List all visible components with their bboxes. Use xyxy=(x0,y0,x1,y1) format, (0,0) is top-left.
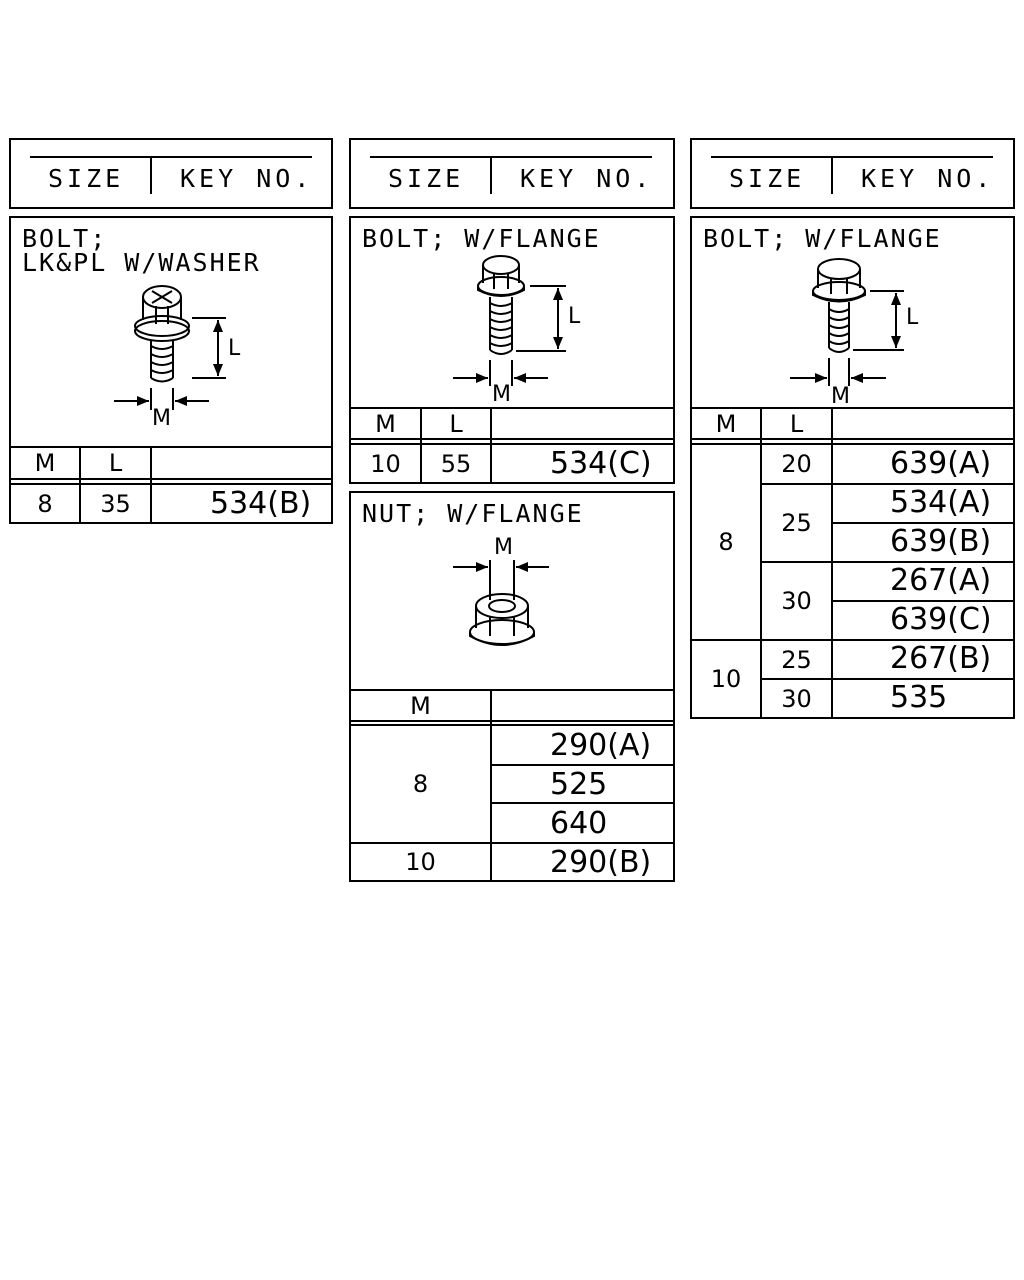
header-rule-1 xyxy=(30,156,312,158)
p4-group-m-10: 10 xyxy=(710,665,742,693)
p2-col1 xyxy=(420,407,422,484)
p2-col-m-header: M xyxy=(375,409,396,438)
size-label-3: SIZE xyxy=(729,164,806,193)
p4-l-25b: 25 xyxy=(781,645,812,674)
panel-bolt-washer-title-line1: BOLT; xyxy=(22,224,108,253)
p4-key-267a: 267(A) xyxy=(890,563,992,598)
p4-key-639a: 639(A) xyxy=(890,446,992,481)
panel-nut-flange-title: NUT; W/FLANGE xyxy=(362,499,584,528)
header-box-3 xyxy=(690,138,1015,209)
p1-table-mid1 xyxy=(9,478,333,480)
p4-row-4 xyxy=(831,600,1015,602)
p1-row-key: 534(B) xyxy=(210,486,312,521)
p4-key-267b: 267(B) xyxy=(890,641,992,676)
bolt-washer-m-label: M xyxy=(152,406,171,431)
p4-row-3 xyxy=(760,561,1015,563)
p3-key-525: 525 xyxy=(550,767,608,802)
bolt-flange-b-l-label: L xyxy=(906,305,919,330)
p2-col-l-header: L xyxy=(449,409,463,438)
p4-group-m-8: 8 xyxy=(718,528,734,556)
bolt-washer-illustration xyxy=(114,285,226,410)
p1-col2 xyxy=(150,446,152,524)
key-label-1: KEY NO. xyxy=(180,164,314,193)
p1-row-l: 35 xyxy=(100,489,131,518)
p3-row-2 xyxy=(490,802,675,804)
p2-table-mid1 xyxy=(349,438,675,440)
p3-col-m-header: M xyxy=(410,691,431,720)
p3-table-top xyxy=(349,689,675,691)
header-divider-3 xyxy=(831,156,833,194)
p4-col-m-header: M xyxy=(715,409,737,438)
panel-nut-flange xyxy=(349,491,675,882)
bolt-washer-l-label: L xyxy=(228,336,241,361)
p3-group-m-10: 10 xyxy=(405,848,436,876)
header-box-1 xyxy=(9,138,333,209)
p3-table-mid1 xyxy=(349,720,675,722)
p3-key-290b: 290(B) xyxy=(550,845,652,880)
p3-table-mid2 xyxy=(349,724,675,726)
p1-table-top xyxy=(9,446,333,448)
p4-l-30a: 30 xyxy=(781,587,812,615)
p2-table-top xyxy=(349,407,675,409)
p4-key-639c: 639(C) xyxy=(890,602,992,637)
header-rule-3 xyxy=(711,156,993,158)
header-divider-2 xyxy=(490,156,492,194)
p4-table-mid2 xyxy=(690,443,1015,445)
p1-row-m: 8 xyxy=(37,489,53,518)
size-label-2: SIZE xyxy=(388,164,465,193)
p4-col-l-header: L xyxy=(789,409,804,438)
p4-key-639b: 639(B) xyxy=(890,524,992,559)
p4-row-6 xyxy=(760,678,1015,680)
size-label-1: SIZE xyxy=(48,164,125,193)
panel-bolt-flange-b-title: BOLT; W/FLANGE xyxy=(703,224,942,253)
p4-l-25a: 25 xyxy=(781,509,812,537)
p3-group-m-8: 8 xyxy=(412,770,429,798)
p4-key-535: 535 xyxy=(890,680,948,715)
p2-col2 xyxy=(490,407,492,484)
header-box-2 xyxy=(349,138,675,209)
bolt-flange-b-m-label: M xyxy=(831,384,850,409)
key-label-2: KEY NO. xyxy=(520,164,654,193)
p4-l-30b: 30 xyxy=(781,684,812,713)
p1-col-l-header: L xyxy=(108,449,123,477)
p4-col2 xyxy=(831,407,833,719)
header-rule-2 xyxy=(370,156,652,158)
p2-table-mid2 xyxy=(349,443,675,445)
key-label-3: KEY NO. xyxy=(861,164,995,193)
p4-col1 xyxy=(760,407,762,719)
p1-col1 xyxy=(79,446,81,524)
p3-row-3 xyxy=(349,842,675,844)
p4-row-1 xyxy=(760,483,1015,485)
bolt-flange-a-illustration xyxy=(453,255,566,386)
p4-row-5 xyxy=(690,639,1015,641)
p4-table-mid1 xyxy=(690,438,1015,440)
bolt-flange-a-l-label: L xyxy=(568,304,581,329)
p3-col1 xyxy=(490,689,492,882)
p4-l-20: 20 xyxy=(781,450,812,478)
p4-row-2 xyxy=(831,522,1015,524)
p4-table-top xyxy=(690,407,1015,409)
header-divider-1 xyxy=(150,156,152,194)
p3-row-1 xyxy=(490,764,675,766)
p1-col-m-header: M xyxy=(34,449,56,477)
p2-row-key: 534(C) xyxy=(550,446,652,481)
p4-key-534a: 534(A) xyxy=(890,485,992,520)
panel-bolt-flange-a-title: BOLT; W/FLANGE xyxy=(362,224,601,253)
p1-table-mid2 xyxy=(9,483,333,485)
panel-bolt-washer-title-line2: LK&PL W/WASHER xyxy=(22,248,261,277)
bolt-flange-a-m-label: M xyxy=(492,382,511,407)
nut-flange-illustration xyxy=(453,560,549,646)
p2-row-l: 55 xyxy=(440,449,472,478)
bolt-flange-b-illustration xyxy=(790,258,904,386)
p3-key-290a: 290(A) xyxy=(550,728,652,763)
p2-row-m: 10 xyxy=(370,449,401,478)
nut-m-label: M xyxy=(494,535,513,560)
p3-key-640: 640 xyxy=(550,806,608,841)
